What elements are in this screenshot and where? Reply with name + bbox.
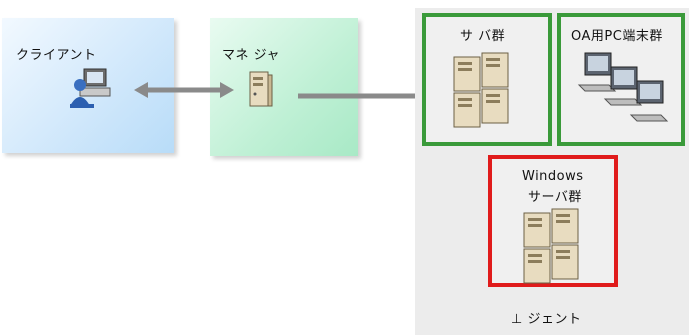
manager-label: マネ ジャ [222,48,280,63]
windows-label-line1: Windows [522,169,584,184]
client-manager-double-arrow [134,82,234,98]
client-label: クライアント [16,48,97,63]
pc-terminal-group-label: OA用PC端末群 [571,29,663,44]
agent-label: ⊥ ジェント [511,312,582,327]
server-group-label: サ バ群 [460,29,506,44]
pc-terminal-group-icon [577,52,669,122]
windows-label-line2: サーバ群 [528,190,582,205]
pc-terminal-group: OA用PC端末群 [557,13,685,146]
client-pc-user-icon [70,68,111,108]
windows-server-group-icon [523,208,579,284]
server-group-icon [453,52,509,128]
server-group: サ バ群 [422,13,552,146]
windows-server-group: Windows サーバ群 [488,155,618,287]
manager-node: マネ ジャ [210,18,358,156]
manager-server-icon [249,71,273,107]
